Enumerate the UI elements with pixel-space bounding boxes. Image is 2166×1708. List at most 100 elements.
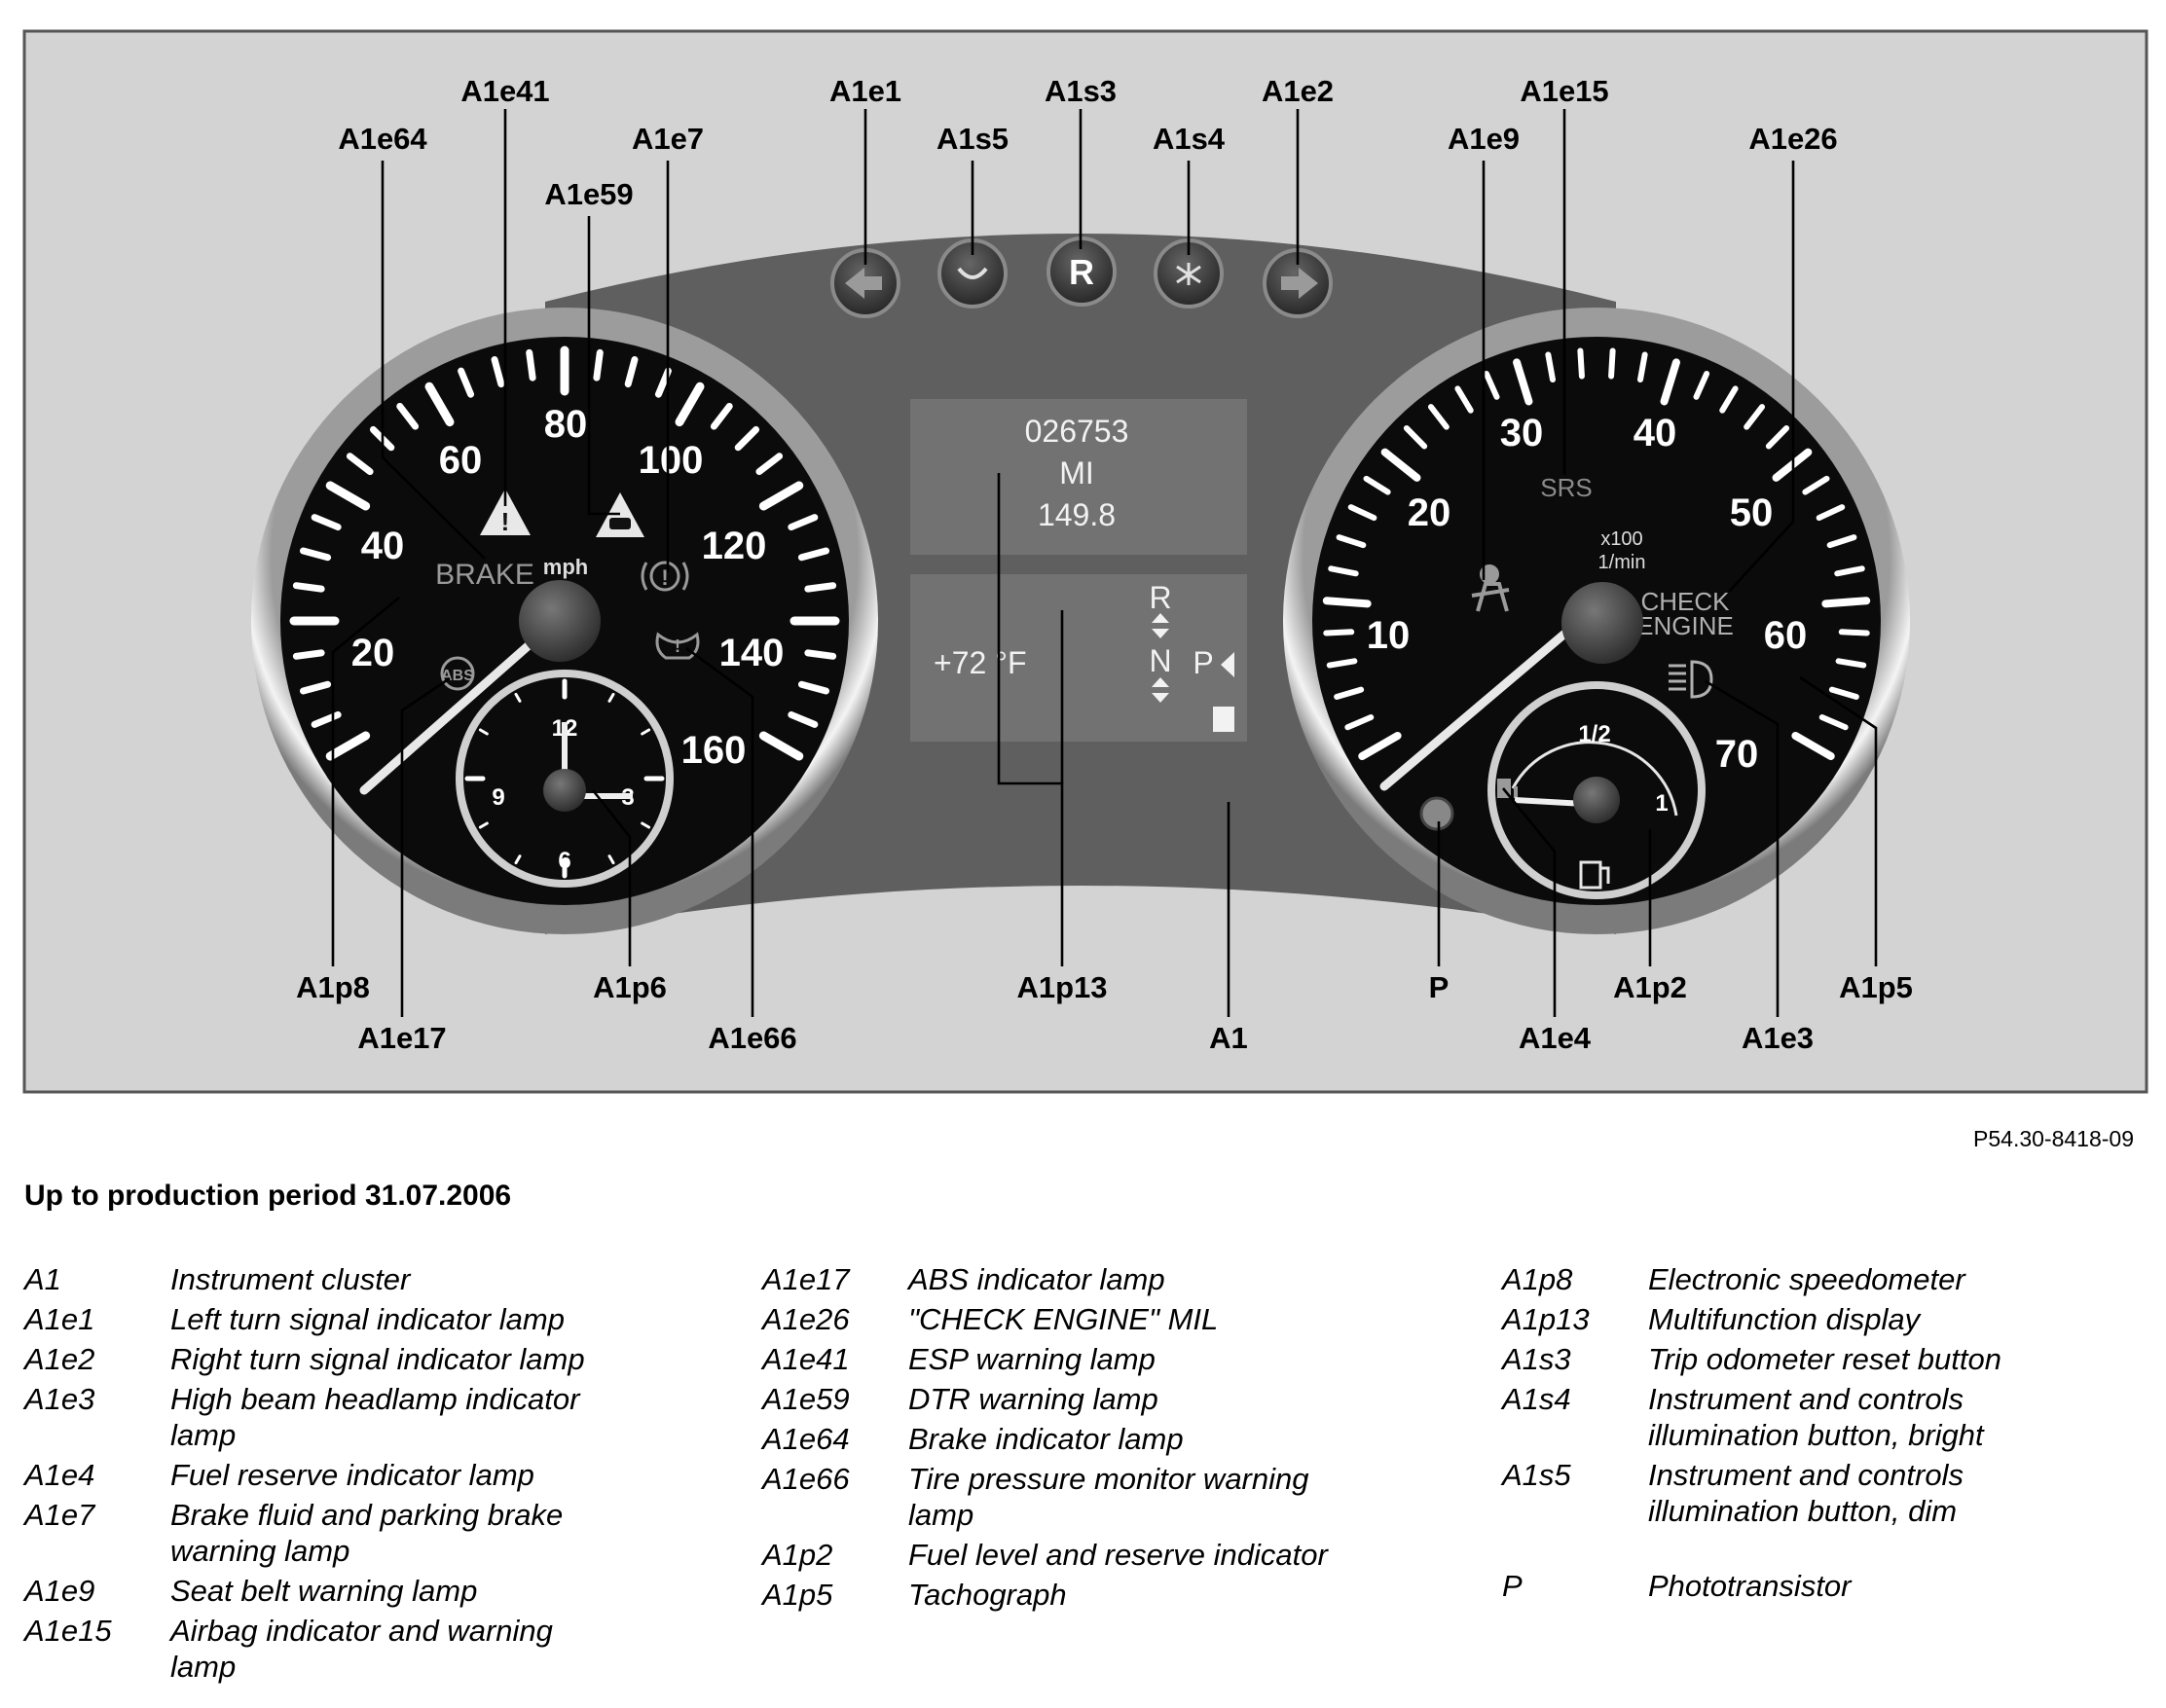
- speed-label-80: 80: [544, 403, 588, 446]
- legend-description: Phototransistor: [1648, 1568, 1852, 1604]
- dial-tick: [1835, 658, 1867, 669]
- dial-tick: [1322, 597, 1372, 608]
- dial-tick: [593, 348, 604, 382]
- brake-lamp-text: BRAKE: [435, 559, 534, 591]
- dial-tick: [1828, 686, 1859, 700]
- dial-tick: [458, 367, 475, 398]
- callout-labels: A1e41 A1e1 A1s3 A1e2 A1e15 A1e64 A1e7 A1…: [296, 74, 1913, 1055]
- clock-hub: [543, 769, 586, 812]
- legend-description-line: Instrument and controls: [1648, 1382, 1964, 1416]
- button-row: R: [830, 236, 1333, 318]
- speedometer-ticks: [289, 345, 840, 761]
- dial-tick: [1821, 597, 1871, 608]
- dial-tick: [1545, 351, 1557, 383]
- callout-a1e59: A1e59: [544, 177, 633, 211]
- gear-pointer: [1221, 652, 1234, 677]
- gear-n: N: [1149, 643, 1171, 678]
- tachometer-hub: [1561, 582, 1643, 664]
- legend-item: A1e59 DTR warning lamp: [762, 1381, 1328, 1417]
- dial-tick: [607, 692, 615, 703]
- dial-tick: [1380, 448, 1421, 482]
- legend-description-line: "CHECK ENGINE" MIL: [908, 1302, 1219, 1336]
- dial-tick: [1347, 504, 1377, 522]
- dial-tick: [325, 731, 371, 761]
- leader-a1e66: [685, 646, 754, 1017]
- clock-numeral-9: 9: [492, 784, 504, 811]
- check-engine-text-2: ENGINE: [1636, 611, 1734, 640]
- callout-a1e17: A1e17: [357, 1021, 446, 1055]
- leader-a1e64: [381, 161, 486, 560]
- legend-description-line: Fuel reserve indicator lamp: [170, 1458, 534, 1492]
- speed-unit: mph: [543, 555, 588, 579]
- rpm-unit: 1/min: [1598, 552, 1646, 573]
- leader-a1p6: [591, 789, 632, 966]
- srs-lamp-text: SRS: [1540, 473, 1592, 502]
- dial-tick: [478, 821, 489, 829]
- legend-code: A1p2: [762, 1538, 833, 1572]
- legend-description: Fuel level and reserve indicator: [908, 1537, 1328, 1573]
- rpm-label-50: 50: [1730, 491, 1774, 534]
- bright-icon: [1176, 263, 1201, 285]
- legend-code: A1e3: [24, 1382, 95, 1416]
- dial-tick: [1513, 358, 1533, 406]
- odometer-reading: 026753: [1025, 414, 1129, 449]
- legend-code: A1e7: [24, 1498, 95, 1532]
- right-arrow-icon: [1281, 268, 1318, 299]
- legend-description: Seat belt warning lamp: [170, 1573, 477, 1609]
- dial-tick: [292, 582, 325, 593]
- dial-tick: [299, 680, 332, 695]
- callout-a1e15: A1e15: [1520, 74, 1608, 108]
- dial-tick: [1363, 475, 1391, 495]
- dial-tick: [514, 692, 522, 703]
- leader-a1e26: [1728, 161, 1795, 593]
- callout-a1e4: A1e4: [1519, 1021, 1592, 1055]
- dial-tick: [299, 547, 332, 562]
- brake-fluid-mark: !: [661, 565, 668, 590]
- legend-code: A1: [24, 1262, 61, 1296]
- legend-code: A1e59: [762, 1382, 850, 1416]
- legend-description-line: DTR warning lamp: [908, 1382, 1158, 1416]
- legend-description-line: Instrument and controls: [1648, 1458, 1964, 1492]
- tire-pressure-warning-icon: [655, 632, 700, 660]
- dial-tick: [1483, 371, 1500, 400]
- dial-tick: [1577, 347, 1585, 380]
- dial-tick: [1816, 504, 1846, 522]
- legend-code: A1e64: [762, 1422, 850, 1456]
- dial-tick: [1336, 534, 1367, 549]
- legend-description: DTR warning lamp: [908, 1381, 1158, 1417]
- dial-tick: [804, 649, 837, 660]
- legend-description-line: Left turn signal indicator lamp: [170, 1302, 565, 1336]
- gear-arrows-upper: [1152, 613, 1169, 638]
- dial-tick: [1719, 385, 1739, 414]
- fuel-full-label: 1: [1655, 790, 1668, 817]
- leader-a1e3: [1705, 679, 1780, 1017]
- legend-item: A1e64 Brake indicator lamp: [762, 1421, 1328, 1457]
- odometer-unit: MI: [1059, 455, 1094, 491]
- dial-tick: [424, 382, 455, 427]
- legend-description-line: Tire pressure monitor warning: [908, 1462, 1309, 1496]
- dial-tick: [1791, 732, 1835, 760]
- callout-a1e9: A1e9: [1448, 122, 1520, 156]
- legend-description-line: Brake indicator lamp: [908, 1422, 1184, 1456]
- check-engine-text-1: CHECK: [1640, 587, 1730, 616]
- legend-description: Left turn signal indicator lamp: [170, 1301, 565, 1337]
- trip-reading: 149.8: [1038, 497, 1116, 532]
- dial-tick: [1802, 475, 1830, 495]
- legend-description: Fuel reserve indicator lamp: [170, 1457, 534, 1493]
- dial-tick: [491, 355, 505, 388]
- legend-code: A1e1: [24, 1302, 95, 1336]
- dial-tick: [804, 582, 837, 593]
- gear-r: R: [1149, 580, 1171, 615]
- dial-tick: [797, 547, 830, 562]
- lower-display-window: [910, 574, 1247, 742]
